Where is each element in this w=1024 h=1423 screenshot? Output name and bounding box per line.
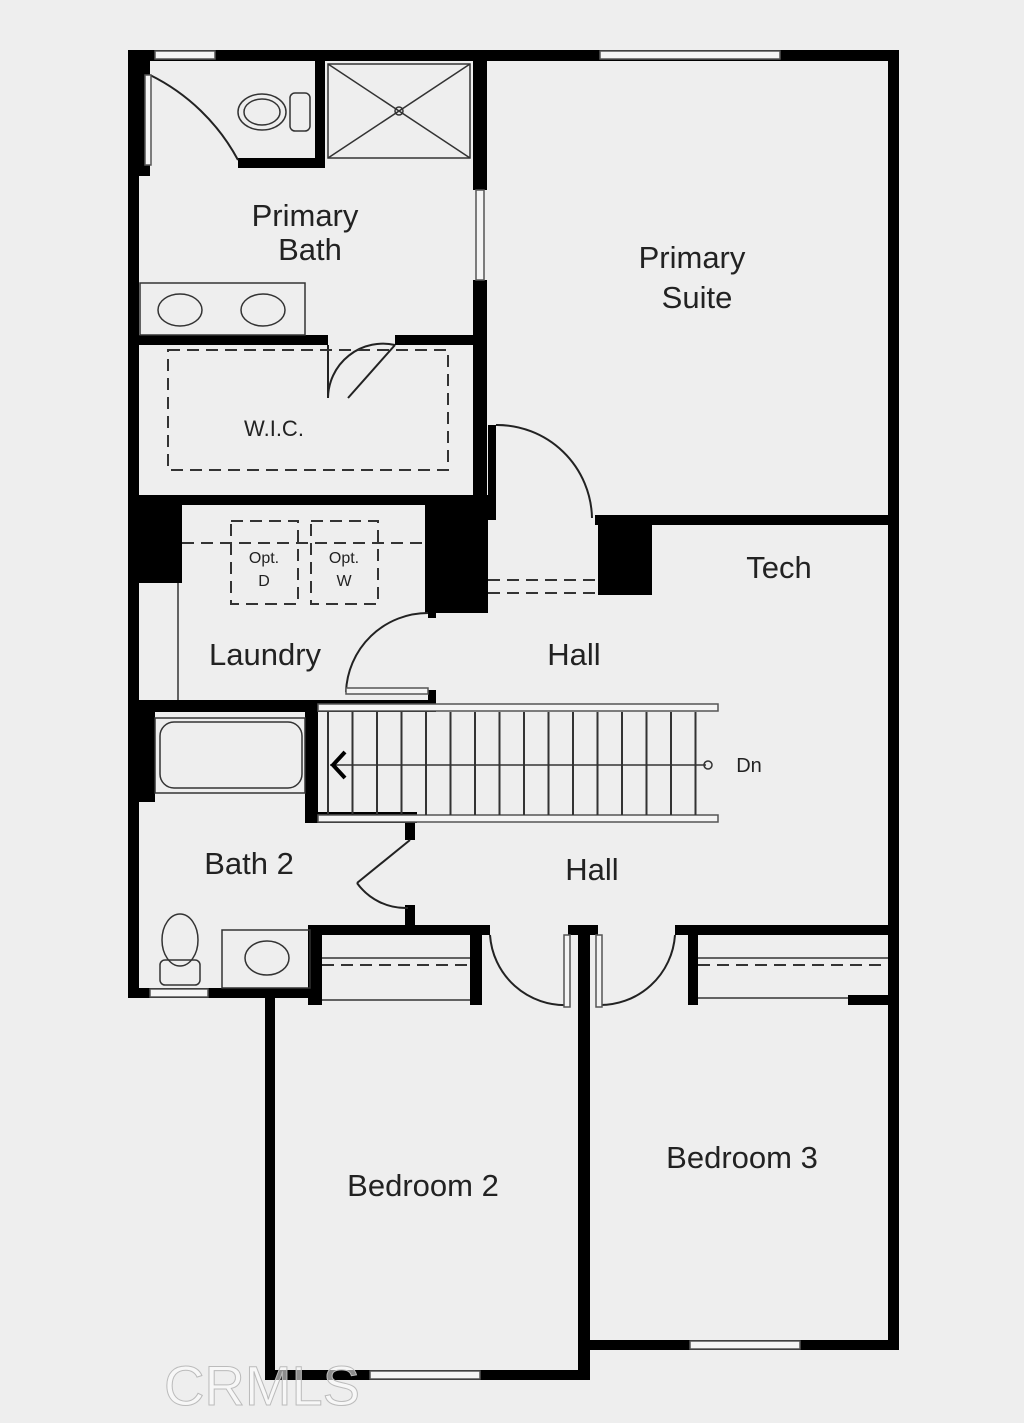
label-wic: W.I.C. <box>244 416 304 441</box>
toilet-icon <box>161 913 199 967</box>
shower-icon <box>327 63 471 159</box>
window <box>154 50 216 60</box>
sink-icon <box>244 940 290 976</box>
vanity <box>221 929 311 989</box>
label-primary-suite-1: Primary <box>639 240 746 275</box>
label-stairs-down: Dn <box>736 755 762 777</box>
stair-rail <box>317 814 719 823</box>
label-primary-bath-2: Bath <box>278 232 342 267</box>
window <box>599 50 781 60</box>
label-hall-upper: Hall <box>547 637 600 672</box>
label-bedroom-2: Bedroom 2 <box>347 1168 499 1203</box>
label-bedroom-3: Bedroom 3 <box>666 1140 818 1175</box>
vanity <box>139 282 306 336</box>
label-opt-washer-1: Opt. <box>329 550 359 567</box>
label-primary-suite-2: Suite <box>662 280 733 315</box>
toilet-icon <box>237 93 287 131</box>
label-opt-dryer-2: D <box>258 573 270 590</box>
sink-icon <box>157 293 203 327</box>
label-opt-washer-2: W <box>336 573 352 590</box>
arrow-left-icon <box>330 750 347 780</box>
bathtub-icon <box>159 721 303 789</box>
label-hall-lower: Hall <box>565 852 618 887</box>
stair-treads <box>327 712 697 815</box>
dryer-outline <box>230 520 299 605</box>
stair-rail <box>317 703 719 712</box>
label-laundry: Laundry <box>209 637 322 672</box>
closet-shelf <box>167 349 449 471</box>
room-labels: Primary Bath Primary Suite W.I.C. Tech L… <box>163 198 818 1418</box>
label-bath-2: Bath 2 <box>204 846 294 881</box>
fixtures <box>139 63 888 1008</box>
washer-outline <box>310 520 379 605</box>
walls <box>128 50 899 1380</box>
label-primary-bath-1: Primary <box>252 198 359 233</box>
sink-icon <box>240 293 286 327</box>
door-swing <box>149 74 239 161</box>
watermark: CRMLS <box>164 1354 360 1417</box>
label-opt-dryer-1: Opt. <box>249 550 279 567</box>
label-tech: Tech <box>746 550 811 585</box>
